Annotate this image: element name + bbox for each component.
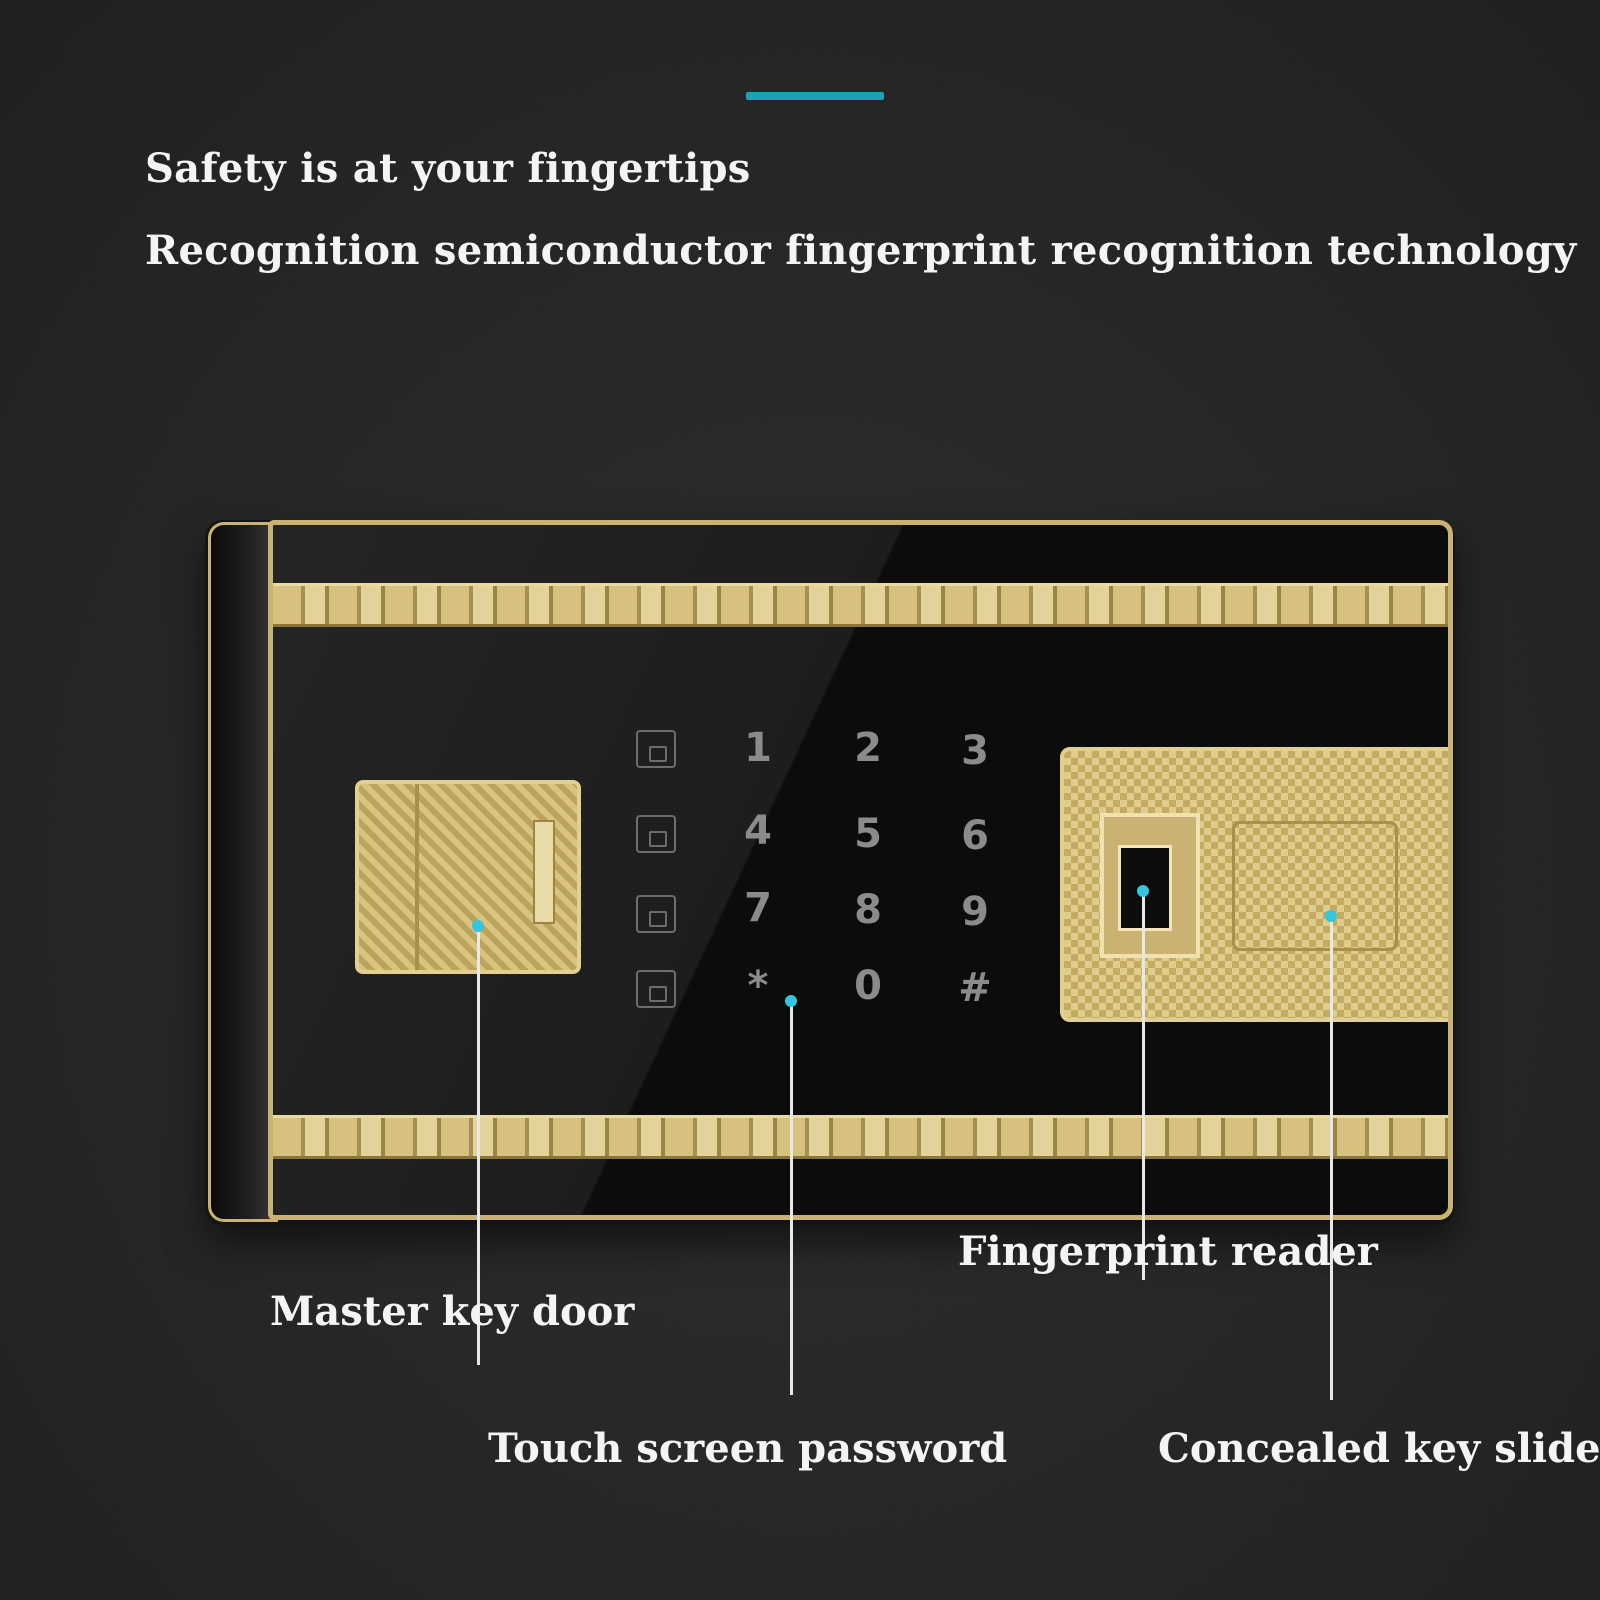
safe-panel: 1 2 3 4 5 6 7 8 9 * 0 # bbox=[268, 520, 1453, 1220]
callout-dot-fingerprint bbox=[1137, 885, 1149, 897]
keypad-key-hash[interactable]: # bbox=[958, 965, 992, 1011]
label-concealed-key-slider: Concealed key slider bbox=[1158, 1425, 1600, 1472]
callout-line-fingerprint bbox=[1142, 890, 1145, 1280]
function-key[interactable] bbox=[636, 970, 676, 1008]
key-door-handle bbox=[533, 820, 555, 924]
keypad-key-7[interactable]: 7 bbox=[744, 885, 772, 931]
keypad-key-4[interactable]: 4 bbox=[744, 808, 772, 854]
callout-line-master-key bbox=[477, 925, 480, 1365]
keypad-key-9[interactable]: 9 bbox=[961, 889, 989, 935]
keypad-key-5[interactable]: 5 bbox=[854, 811, 882, 857]
keypad-key-3[interactable]: 3 bbox=[961, 728, 989, 774]
keypad-key-star[interactable]: * bbox=[747, 963, 769, 1009]
safe-panel-edge bbox=[208, 522, 278, 1222]
label-fingerprint-reader: Fingerprint reader bbox=[958, 1228, 1378, 1275]
function-key[interactable] bbox=[636, 895, 676, 933]
label-touch-screen-password: Touch screen password bbox=[488, 1425, 1008, 1472]
function-key[interactable] bbox=[636, 815, 676, 853]
label-master-key-door: Master key door bbox=[270, 1288, 635, 1335]
fingerprint-reader[interactable] bbox=[1100, 813, 1200, 958]
keypad-key-2[interactable]: 2 bbox=[854, 725, 882, 771]
page-title: Safety is at your fingertips bbox=[145, 145, 751, 192]
gold-trim-bottom bbox=[273, 1115, 1448, 1159]
concealed-key-slider[interactable] bbox=[1232, 821, 1398, 951]
callout-dot-master-key bbox=[472, 920, 484, 932]
callout-dot-touch-screen bbox=[785, 995, 797, 1007]
accent-bar bbox=[746, 92, 884, 100]
keypad-key-6[interactable]: 6 bbox=[961, 813, 989, 859]
keypad-key-0[interactable]: 0 bbox=[854, 963, 882, 1009]
page-subtitle: Recognition semiconductor fingerprint re… bbox=[145, 227, 1577, 274]
master-key-door[interactable] bbox=[355, 780, 581, 974]
function-key[interactable] bbox=[636, 730, 676, 768]
key-door-hinge bbox=[415, 784, 419, 970]
keypad-key-8[interactable]: 8 bbox=[854, 887, 882, 933]
gold-trim-top bbox=[273, 583, 1448, 627]
callout-line-touch-screen bbox=[790, 1000, 793, 1395]
callout-line-slider bbox=[1330, 915, 1333, 1400]
callout-dot-slider bbox=[1325, 910, 1337, 922]
fingerprint-module bbox=[1060, 747, 1448, 1022]
keypad-key-1[interactable]: 1 bbox=[744, 725, 772, 771]
